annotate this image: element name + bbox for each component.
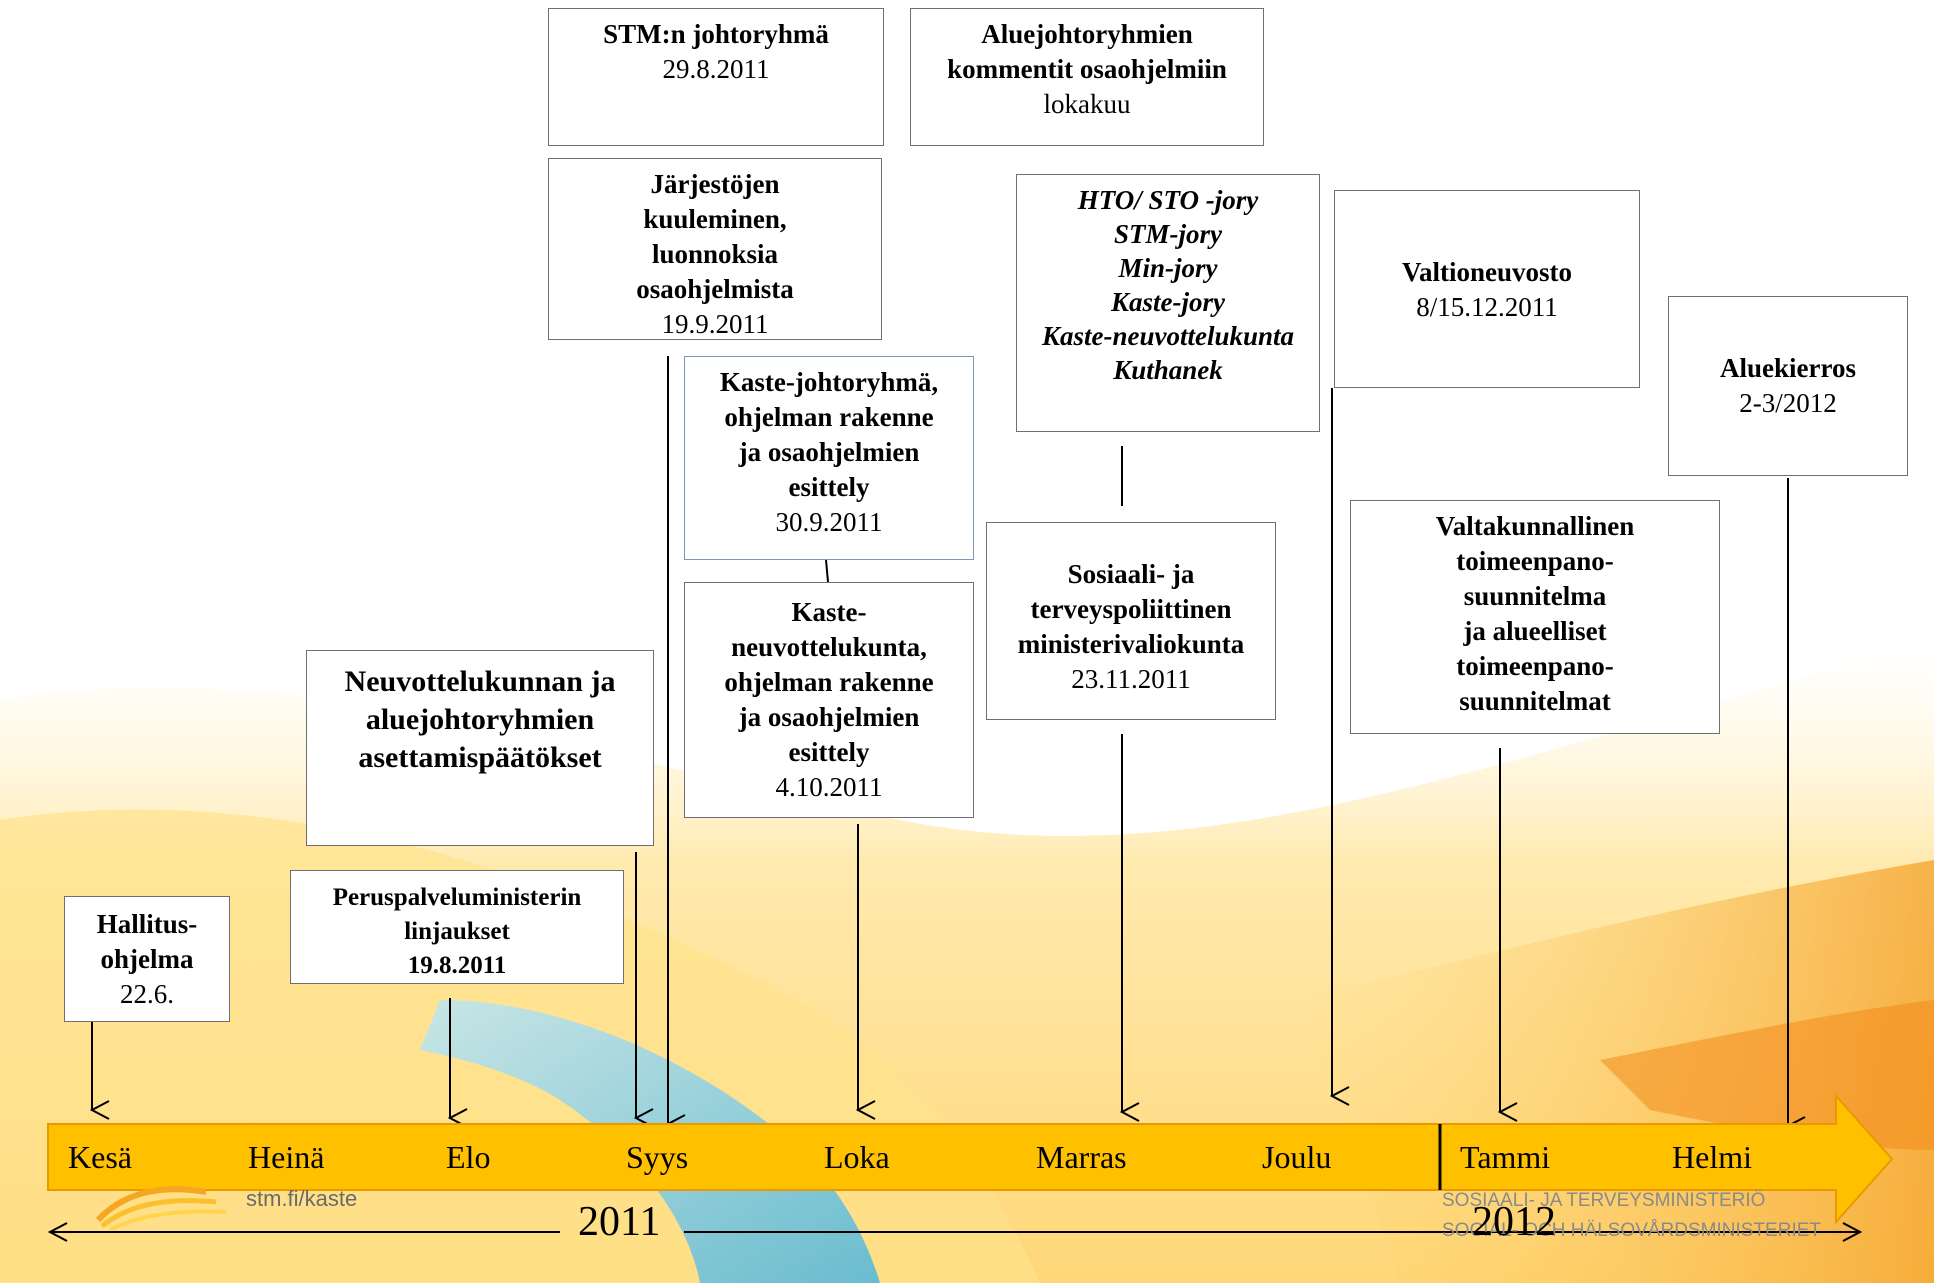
box-title: Aluekierros: [1720, 353, 1856, 383]
month-label: Marras: [1036, 1139, 1127, 1175]
box-date: 30.9.2011: [775, 507, 883, 537]
box-peruspalveluministerin: Peruspalveluministerin linjaukset 19.8.2…: [290, 870, 624, 984]
box-stm-johtoryhma: STM:n johtoryhmä 29.8.2011: [548, 8, 884, 146]
timeline-arrow: [47, 1093, 1894, 1225]
box-date: 23.11.2011: [1071, 664, 1191, 694]
box-hallitusohjelma: Hallitus- ohjelma 22.6.: [64, 896, 230, 1022]
box-aluekierros: Aluekierros 2-3/2012: [1668, 296, 1908, 476]
month-label: Helmi: [1672, 1139, 1752, 1175]
box-date: 19.8.2011: [407, 952, 507, 979]
month-label: Loka: [824, 1139, 890, 1175]
box-jarjestojen-kuuleminen: Järjestöjen kuuleminen, luonnoksia osaoh…: [548, 158, 882, 340]
box-date: 2-3/2012: [1739, 388, 1837, 418]
box-valtioneuvosto: Valtioneuvosto 8/15.12.2011: [1334, 190, 1640, 388]
month-label: Syys: [626, 1139, 689, 1175]
box-sosiaali-ministerivaliokunta: Sosiaali- ja terveyspoliittinen minister…: [986, 522, 1276, 720]
month-label: Heinä: [248, 1139, 325, 1175]
box-date: lokakuu: [1043, 89, 1131, 119]
box-date: 4.10.2011: [775, 772, 883, 802]
ministry-name-fi: SOSIAALI- JA TERVEYSMINISTERIÖ: [1442, 1190, 1766, 1211]
box-title: Aluejohtoryhmien kommentit osaohjelmiin: [947, 19, 1227, 84]
box-title: Sosiaali- ja terveyspoliittinen minister…: [1017, 559, 1245, 659]
box-title: Valtakunnallinen toimeenpano- suunnitelm…: [1435, 511, 1635, 716]
box-title: Kaste- neuvottelukunta, ohjelman rakenne…: [724, 597, 934, 767]
month-label: Elo: [446, 1139, 491, 1175]
month-label: Joulu: [1262, 1139, 1332, 1175]
box-aluejohtoryhmien-kommentit: Aluejohtoryhmien kommentit osaohjelmiin …: [910, 8, 1264, 146]
box-title: Valtioneuvosto: [1401, 257, 1573, 287]
box-title: STM:n johtoryhmä: [603, 19, 829, 49]
box-title: Kaste-johtoryhmä, ohjelman rakenne ja os…: [719, 367, 939, 502]
stm-logo-icon: [96, 1186, 227, 1230]
month-label: Kesä: [68, 1139, 132, 1175]
box-date: 19.9.2011: [661, 309, 769, 339]
ministry-name-sv: SOCIAL- OCH HÄLSOVÅRDSMINISTERIET: [1442, 1220, 1822, 1241]
box-neuvottelukunnan-asettaminen: Neuvottelukunnan ja aluejohtoryhmien ase…: [306, 650, 654, 846]
year-label-2012: 2012: [1472, 1199, 1556, 1245]
box-kaste-johtoryhma: Kaste-johtoryhmä, ohjelman rakenne ja os…: [684, 356, 974, 560]
box-jory-list: HTO/ STO -jory STM-jory Min-jory Kaste-j…: [1016, 174, 1320, 432]
box-valtakunnallinen: Valtakunnallinen toimeenpano- suunnitelm…: [1350, 500, 1720, 734]
box-title: HTO/ STO -jory STM-jory Min-jory Kaste-j…: [1041, 185, 1295, 385]
website-logo-text: stm.fi/kaste: [246, 1186, 358, 1211]
box-title: Hallitus- ohjelma: [96, 909, 198, 974]
box-kaste-neuvottelukunta: Kaste- neuvottelukunta, ohjelman rakenne…: [684, 582, 974, 818]
box-title: Järjestöjen kuuleminen, luonnoksia osaoh…: [636, 169, 794, 304]
month-label: Tammi: [1460, 1139, 1551, 1175]
box-title: Peruspalveluministerin linjaukset: [332, 884, 582, 945]
connector-kaste-johtoryhma: [825, 559, 829, 583]
box-title: Neuvottelukunnan ja aluejohtoryhmien ase…: [344, 665, 616, 774]
year-label-2011: 2011: [578, 1199, 661, 1245]
box-date: 29.8.2011: [662, 54, 770, 84]
box-date: 22.6.: [120, 979, 174, 1009]
box-date: 8/15.12.2011: [1416, 292, 1558, 322]
